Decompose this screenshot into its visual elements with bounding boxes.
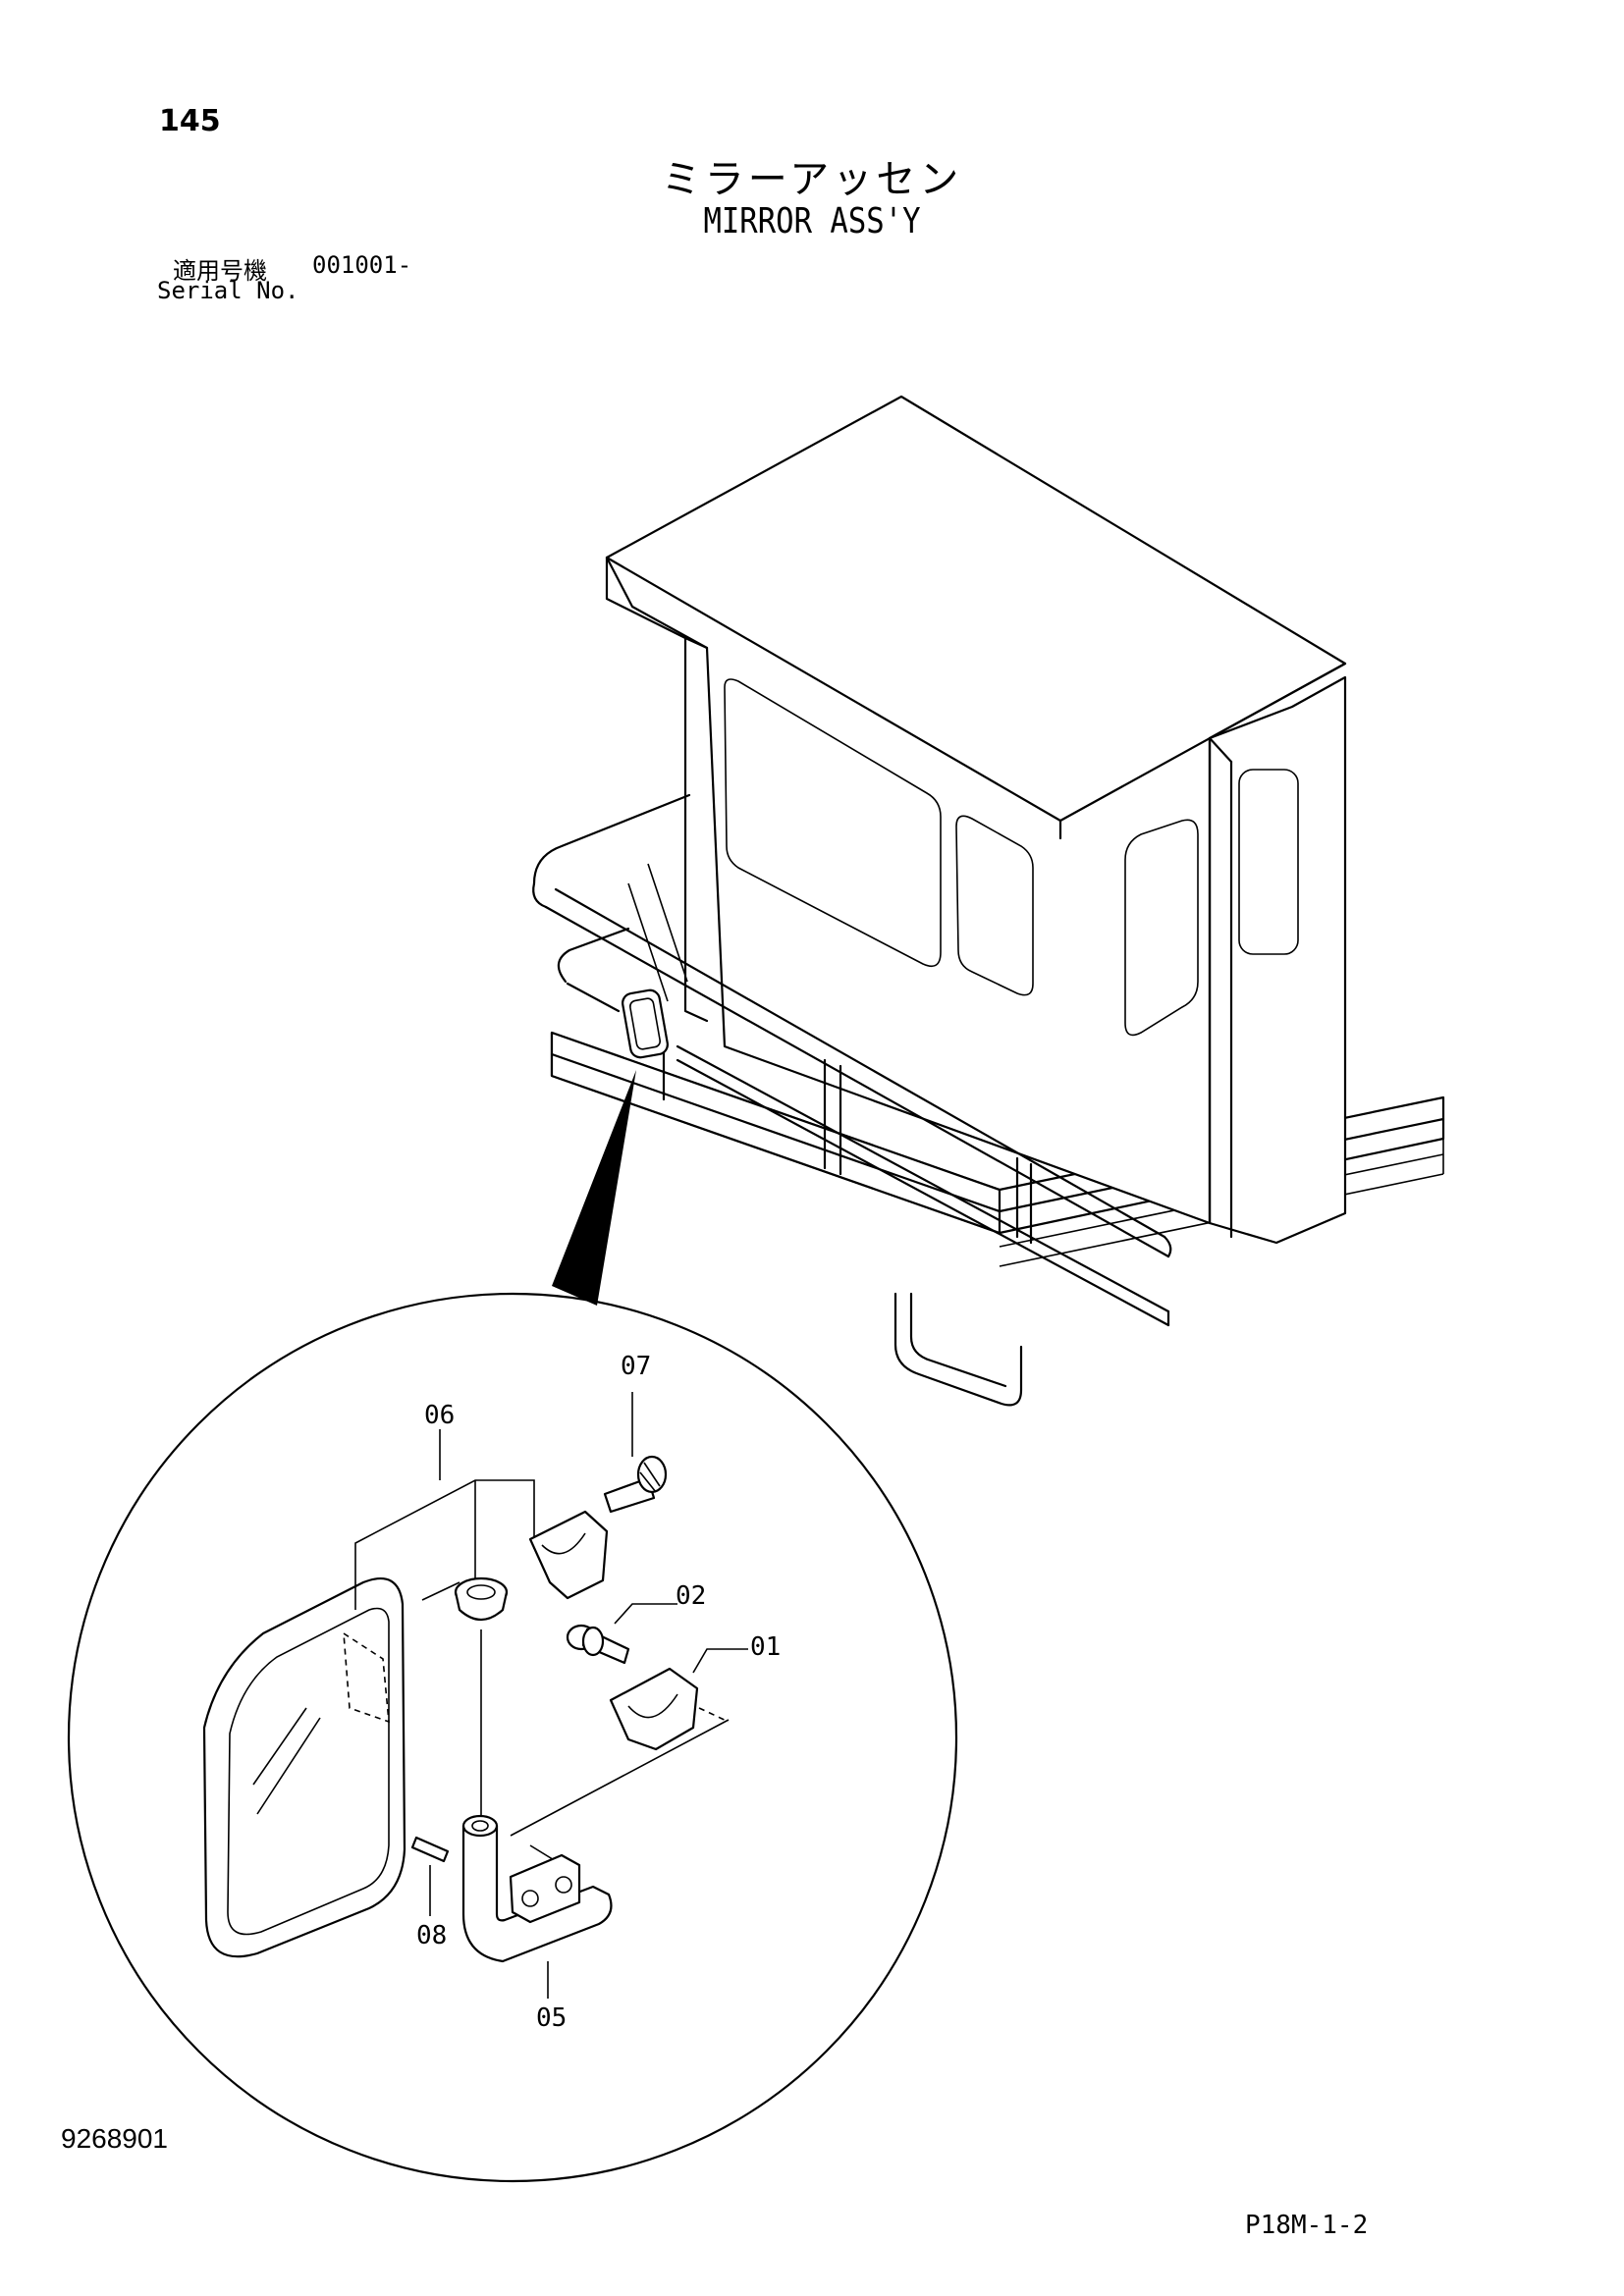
callout-06: 06 [424,1401,455,1430]
callout-08: 08 [416,1921,447,1950]
mirror-assembly-detail [202,1392,748,1999]
serial-label-japanese: 適用号機 [173,257,267,285]
arm-pipe-05 [461,1824,613,1963]
door-window [955,815,1034,996]
sheet-code: P18M-1-2 [1245,2211,1369,2240]
front-window [724,678,942,968]
lower-clamp-01 [609,1667,699,1751]
callout-01: 01 [750,1632,781,1662]
cab-rear [1208,675,1347,1245]
handrail-upper [544,905,1170,1258]
callout-07: 07 [621,1352,651,1381]
title-english: MIRROR ASS'Y [703,201,921,241]
callout-05: 05 [536,2003,567,2033]
title-japanese: ミラーアッセン [661,157,963,202]
detail-pointer [552,1070,636,1306]
serial-label-english: Serial No. [157,277,299,304]
mirror-frame [202,1577,406,1958]
detail-circle [67,1292,958,2183]
cab-mirror [622,988,669,1059]
serial-value: 001001- [312,251,412,279]
cab-illustration [532,395,1445,1407]
callout-02: 02 [676,1581,706,1611]
side-window [1124,819,1199,1037]
drawing-number: 9268901 [61,2123,169,2154]
pin-08 [410,1836,450,1863]
page-number: 145 [159,104,221,138]
upper-clamp [528,1510,609,1600]
